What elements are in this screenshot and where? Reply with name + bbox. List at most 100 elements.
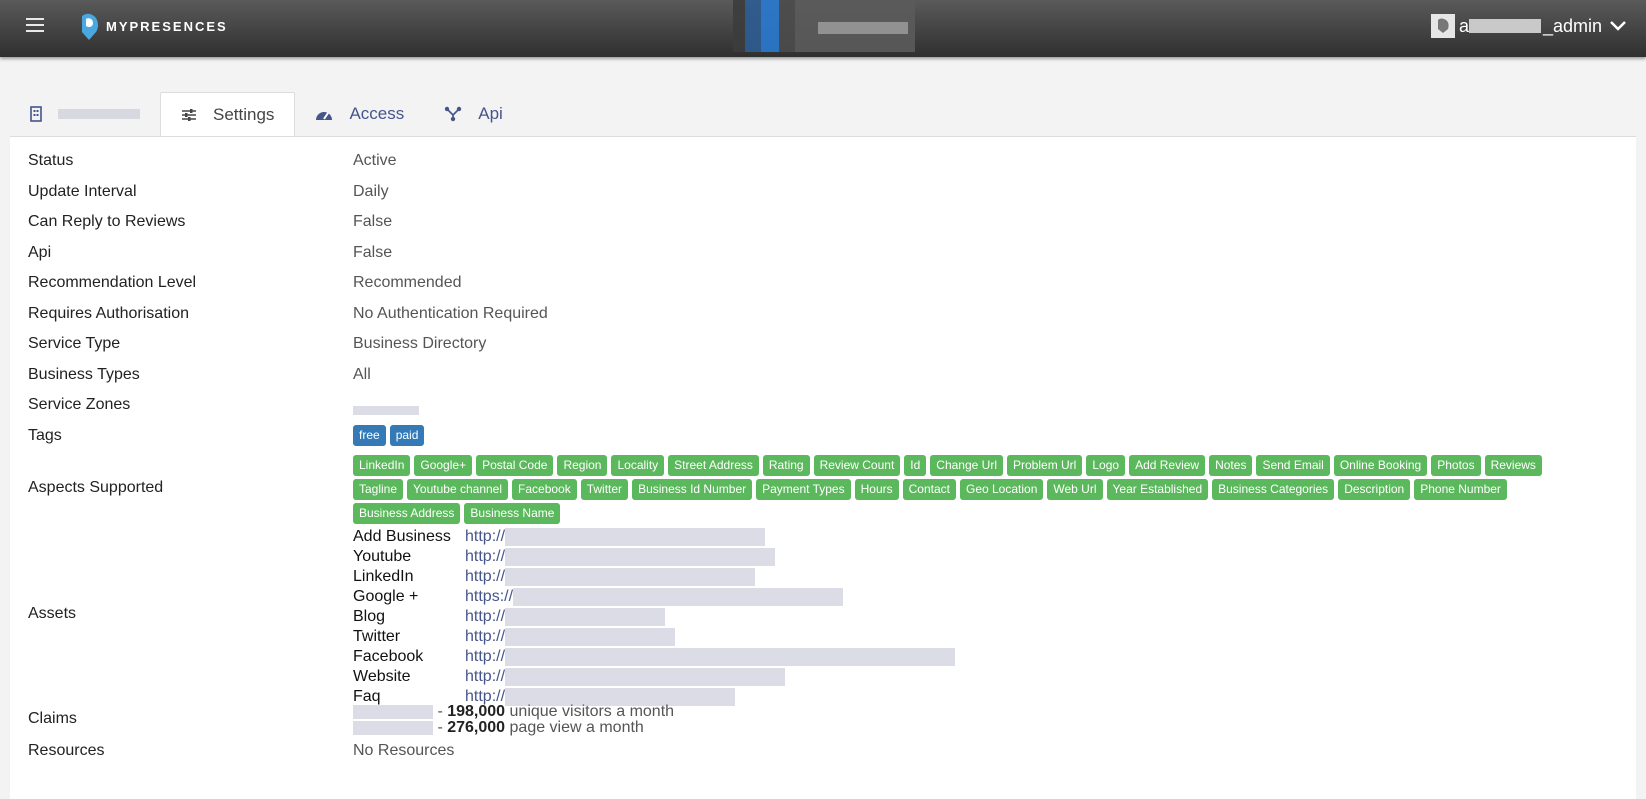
tab-bar: Settings Access Api: [10, 92, 523, 137]
tab-settings[interactable]: Settings: [160, 92, 296, 137]
logo-icon: [82, 12, 99, 40]
aspect-badge: Online Booking: [1333, 455, 1428, 476]
aspect-badge: Description: [1338, 479, 1411, 500]
asset-link[interactable]: http://: [465, 548, 506, 565]
asset-name: Website: [353, 668, 411, 685]
asset-row: Website http://: [353, 667, 955, 687]
asset-link[interactable]: http://: [465, 668, 506, 685]
asset-name: Twitter: [353, 628, 401, 645]
asset-link-redacted: [505, 608, 666, 626]
tab-settings-label: Settings: [213, 105, 275, 124]
aspect-badge: Postal Code: [476, 455, 554, 476]
status-label: Status: [28, 152, 74, 169]
asset-name: Add Business: [353, 528, 451, 545]
aspect-badge: Reviews: [1484, 455, 1542, 476]
assets-label: Assets: [28, 605, 77, 622]
asset-link-redacted: [505, 648, 956, 666]
recommendation-value: Recommended: [353, 274, 462, 291]
asset-link-redacted: [513, 588, 844, 606]
aspect-badge: Add Review: [1129, 455, 1206, 476]
user-name-redacted: [1468, 19, 1541, 33]
aspect-badge: Tagline: [353, 479, 404, 500]
aspect-badge: Hours: [854, 479, 899, 500]
aspect-badge: Send Email: [1256, 455, 1330, 476]
asset-link[interactable]: http://: [465, 688, 506, 705]
user-name: _admin: [1542, 15, 1602, 36]
aspect-badge: Facebook: [512, 479, 577, 500]
aspect-badge: LinkedIn: [353, 455, 411, 476]
aspect-badge: Problem Url: [1007, 455, 1083, 476]
asset-link-redacted: [505, 568, 756, 586]
brand-logo[interactable]: MYPRESENCES: [78, 10, 228, 42]
service-zones-label: Service Zones: [28, 396, 131, 413]
service-type-label: Service Type: [28, 335, 121, 352]
aspect-badge: Change Url: [930, 455, 1003, 476]
asset-name: Faq: [353, 688, 381, 705]
aspect-badge: Payment Types: [756, 479, 851, 500]
requires-auth-value: No Authentication Required: [353, 305, 548, 322]
aspect-badge: Business Categories: [1212, 479, 1335, 500]
aspect-badge: Youtube channel: [407, 479, 509, 500]
aspect-badge: Phone Number: [1414, 479, 1507, 500]
business-types-value: All: [353, 366, 371, 383]
service-type-value: Business Directory: [353, 335, 487, 352]
update-interval-value: Daily: [353, 183, 389, 200]
claims-list: - 198,000 unique visitors a month - 276,…: [353, 704, 674, 736]
recommendation-label: Recommendation Level: [28, 274, 197, 291]
asset-name: Google +: [353, 588, 419, 605]
requires-auth-label: Requires Authorisation: [28, 305, 189, 322]
aspect-badge: Web Url: [1047, 479, 1103, 500]
aspect-badge: Business Id Number: [632, 479, 753, 500]
api-value: False: [353, 244, 393, 261]
tab-profile-label: [58, 109, 140, 119]
user-menu[interactable]: a _admin: [1430, 14, 1626, 38]
asset-row: Add Business http://: [353, 527, 955, 547]
share-icon: [444, 106, 462, 122]
claim-line: - 198,000 unique visitors a month: [353, 704, 674, 720]
asset-link[interactable]: http://: [465, 568, 506, 585]
asset-link[interactable]: http://: [465, 528, 506, 545]
asset-row: Facebook http://: [353, 647, 956, 667]
asset-link[interactable]: https://: [465, 588, 514, 605]
client-logo: [733, 0, 915, 52]
tab-api[interactable]: Api: [424, 92, 523, 136]
tags-label: Tags: [28, 427, 62, 444]
asset-name: LinkedIn: [353, 568, 414, 585]
asset-name: Blog: [353, 608, 386, 625]
user-avatar-icon: [1430, 14, 1455, 38]
asset-name: Youtube: [353, 548, 412, 565]
aspect-badge: Street Address: [668, 455, 759, 476]
claim-line: - 276,000 page view a month: [353, 720, 674, 736]
aspect-badge: Photos: [1431, 455, 1481, 476]
aspect-badge: Notes: [1209, 455, 1253, 476]
tab-access[interactable]: Access: [295, 92, 424, 136]
asset-row: Faq http://: [353, 687, 955, 707]
aspect-badge: Business Name: [464, 503, 561, 524]
tab-api-label: Api: [478, 104, 503, 123]
aspect-badge: Region: [557, 455, 608, 476]
asset-link-redacted: [505, 528, 766, 546]
aspect-badge: Logo: [1086, 455, 1126, 476]
asset-link[interactable]: http://: [465, 628, 506, 645]
gauge-icon: [315, 107, 333, 121]
asset-row: Google + https://: [353, 587, 955, 607]
aspects-label: Aspects Supported: [28, 479, 164, 496]
chevron-down-icon[interactable]: [1610, 21, 1626, 31]
building-icon: [30, 106, 42, 122]
aspect-badge: Id: [904, 455, 927, 476]
asset-row: Twitter http://: [353, 627, 955, 647]
asset-link[interactable]: http://: [465, 608, 506, 625]
brand-name: MYPRESENCES: [106, 18, 228, 34]
can-reply-label: Can Reply to Reviews: [28, 213, 186, 230]
tab-profile[interactable]: [10, 92, 160, 136]
asset-row: Blog http://: [353, 607, 955, 627]
asset-link-redacted: [505, 688, 736, 706]
aspect-badge: Geo Location: [959, 479, 1044, 500]
resources-value: No Resources: [353, 742, 455, 759]
can-reply-value: False: [353, 213, 393, 230]
hamburger-icon[interactable]: [26, 18, 44, 34]
asset-name: Facebook: [353, 648, 424, 665]
asset-link-redacted: [505, 628, 676, 646]
asset-link[interactable]: http://: [465, 648, 506, 665]
